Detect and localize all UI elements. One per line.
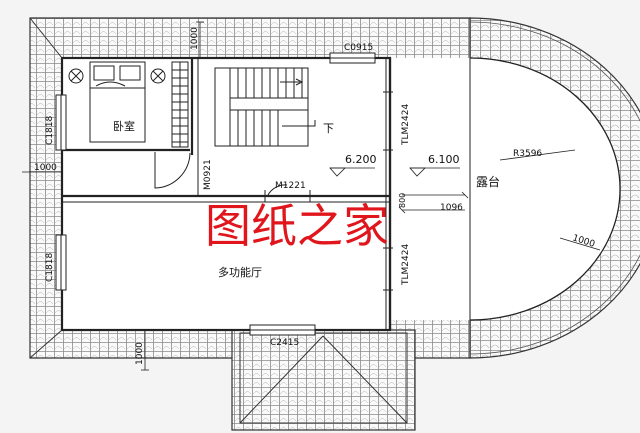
dim-top-1000: 1000 — [190, 27, 200, 50]
stairs — [214, 67, 316, 147]
dim-offset-1096: 1096 — [440, 203, 463, 213]
top-window — [329, 52, 376, 64]
watermark: 图纸之家 — [205, 199, 389, 253]
balcony-roof — [231, 329, 416, 431]
door-tlm-upper-code: TLM2424 — [401, 104, 411, 146]
multi-hall-label: 多功能厅 — [218, 265, 262, 279]
radius-code: R3596 — [513, 149, 542, 159]
window-top-code: C0915 — [344, 43, 373, 53]
window-bottom-code: C2415 — [270, 338, 299, 348]
dimension-lines — [22, 21, 621, 371]
bottom-window — [249, 324, 316, 336]
dim-left-1000: 1000 — [34, 163, 57, 173]
walls — [60, 56, 471, 332]
wardrobe — [171, 61, 189, 148]
window-left-upper-code: C1818 — [45, 116, 55, 145]
left-windows — [55, 94, 67, 291]
bedroom-label: 卧室 — [113, 119, 135, 133]
door-tlm-lower-code: TLM2424 — [401, 244, 411, 286]
door-m0921-code: M0921 — [203, 159, 213, 190]
bed — [68, 61, 166, 143]
terrace-label: 露台 — [476, 174, 500, 189]
stair-down-label: 下 — [323, 122, 334, 135]
terrace-elevation: 6.100 — [428, 153, 460, 166]
window-left-lower-code: C1818 — [45, 253, 55, 282]
dim-bottom-1000: 1000 — [135, 342, 145, 365]
door-m1221-code: M1221 — [275, 181, 306, 191]
doors — [154, 91, 393, 291]
stair-elevation: 6.200 — [345, 153, 377, 166]
dim-gap-800: 800 — [398, 193, 407, 208]
